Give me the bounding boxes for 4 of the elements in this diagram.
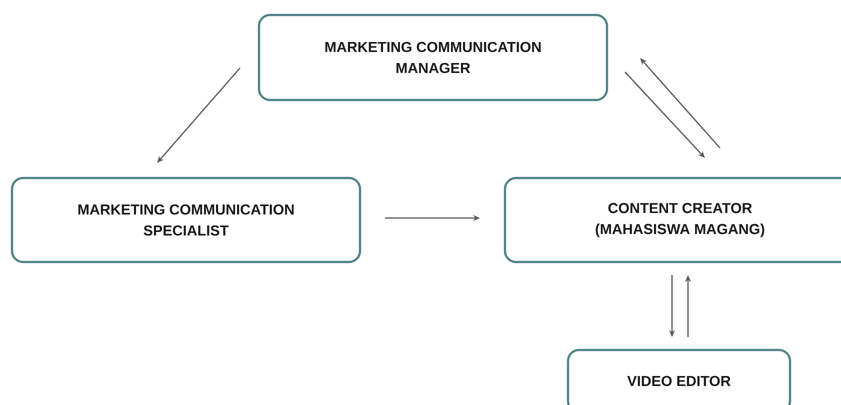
box: CONTENT CREATOR (MAHASISWA MAGANG) bbox=[504, 176, 841, 264]
box: VIDEO EDITOR bbox=[566, 348, 792, 405]
box: MARKETING COMMUNICATION MANAGER bbox=[258, 14, 608, 102]
box: MARKETING COMMUNICATION SPECIALIST bbox=[10, 176, 362, 264]
